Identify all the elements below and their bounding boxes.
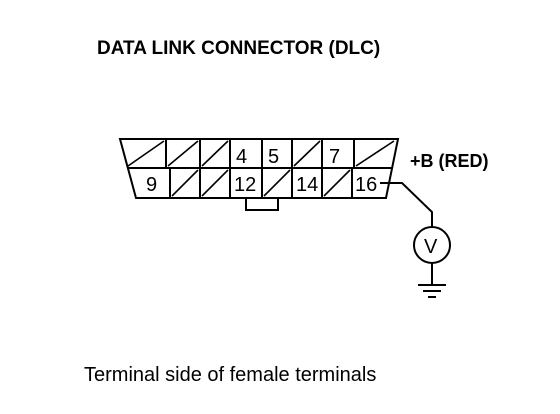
pin-9-label: 9 [146,174,157,196]
connector-outline [118,138,400,199]
pin-5-label: 5 [268,146,279,168]
pin-4-label: 4 [236,146,247,168]
diagram-title: DATA LINK CONNECTOR (DLC) [97,38,380,59]
pin-16-label: 16 [355,174,377,196]
probe-lead [380,182,433,228]
voltmeter-symbol: V [424,236,438,258]
connector-body [118,138,400,211]
test-wiring: V [380,182,451,298]
locking-tab [245,198,279,211]
ground-icon [418,284,446,298]
pin-14-label: 14 [296,174,318,196]
supply-label: +B (RED) [410,151,489,171]
pin-12-label: 12 [234,174,256,196]
diagram-caption: Terminal side of female terminals [84,364,376,386]
pin-labels: 4 5 7 9 12 14 16 [146,146,377,196]
pin-7-label: 7 [329,146,340,168]
